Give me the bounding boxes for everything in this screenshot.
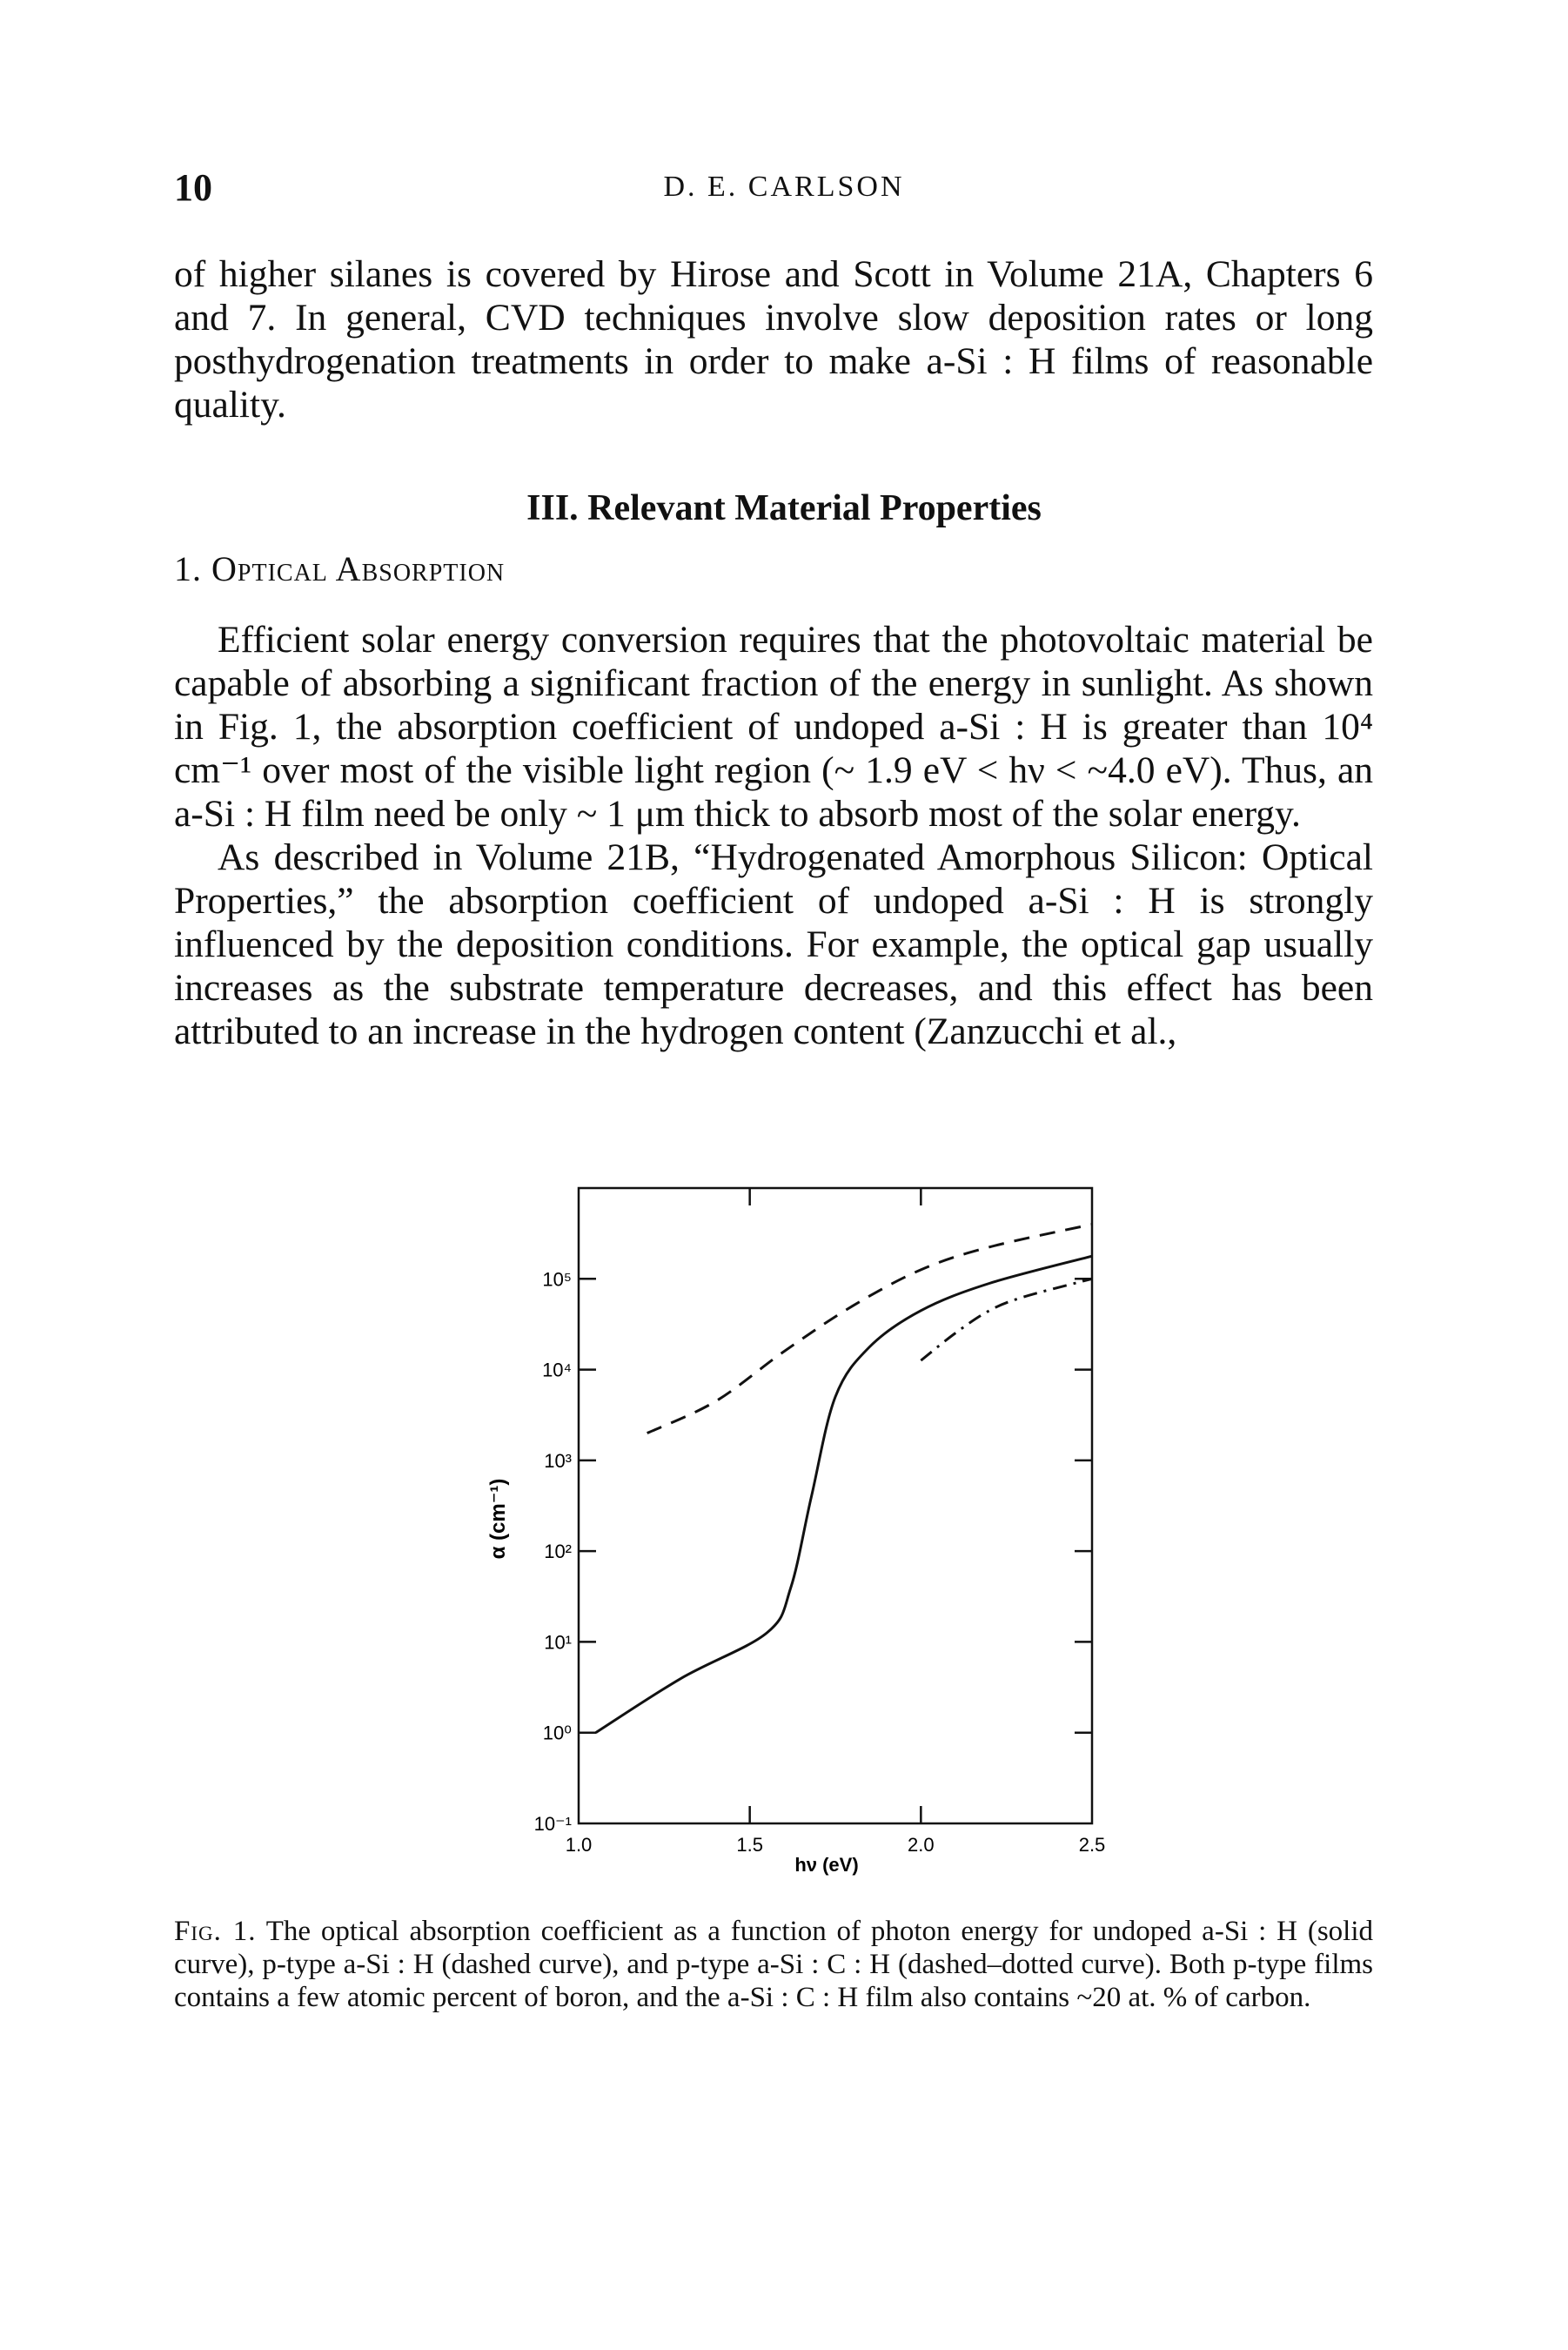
x-axis-label: hν (eV)	[794, 1854, 858, 1876]
y-tick-label: 10²	[544, 1541, 572, 1562]
y-tick-label: 10⁻¹	[534, 1813, 572, 1835]
y-tick-label: 10³	[544, 1450, 572, 1472]
y-tick-label: 10¹	[544, 1631, 572, 1653]
subsection-number: 1.	[174, 549, 202, 588]
y-ticks: 10⁻¹ 10⁰ 10¹ 10² 10³ 10⁴ 10⁵	[534, 1268, 1092, 1835]
paragraph-2: Efficient solar energy conversion requir…	[174, 619, 1373, 835]
plot-border	[577, 1186, 1094, 1825]
plot-frame	[577, 1186, 1094, 1825]
running-head: 10 D. E. CARLSON	[0, 165, 1568, 218]
paragraph-continuation: of higher silanes is covered by Hirose a…	[174, 252, 1373, 426]
x-tick-label: 1.5	[736, 1834, 763, 1856]
absorption-chart: 10⁻¹ 10⁰ 10¹ 10² 10³ 10⁴ 10⁵ 1.0 1.5 2.0 2.5 hν (…	[486, 1186, 1105, 1876]
y-tick-label: 10⁵	[542, 1268, 572, 1290]
x-ticks: 1.0 1.5 2.0 2.5	[566, 1188, 1106, 1856]
subsection-heading: 1. Optical Absorption	[174, 548, 505, 589]
body-section: Efficient solar energy conversion requir…	[174, 618, 1373, 1053]
figure-caption: Fig. 1. The optical absorption coefficie…	[174, 1915, 1373, 2014]
x-tick-label: 1.0	[566, 1834, 593, 1856]
curve-solid	[594, 1254, 1093, 1734]
caption-text: The optical absorption coefficient as a …	[174, 1916, 1374, 2013]
paragraph-3: As described in Volume 21B, “Hydrogenate…	[174, 836, 1373, 1052]
y-tick-label: 10⁰	[543, 1722, 572, 1744]
running-title: D. E. CARLSON	[663, 171, 905, 203]
caption-label: Fig. 1.	[174, 1916, 257, 1947]
figure-1: 10⁻¹ 10⁰ 10¹ 10² 10³ 10⁴ 10⁵ 1.0 1.5 2.0 2.5 hν (…	[470, 1179, 1105, 1876]
subsection-title: Optical Absorption	[211, 549, 506, 588]
paragraph-1: of higher silanes is covered by Hirose a…	[174, 253, 1373, 426]
curve-dashed	[647, 1223, 1093, 1434]
section-heading: III. Relevant Material Properties	[526, 488, 1042, 528]
y-tick-label: 10⁴	[542, 1360, 572, 1381]
page-number: 10	[174, 166, 212, 209]
curves	[594, 1223, 1093, 1734]
x-tick-label: 2.0	[908, 1834, 935, 1856]
curve-dashdot	[920, 1277, 1093, 1362]
y-axis-label: α (cm⁻¹)	[486, 1479, 510, 1560]
x-tick-label: 2.5	[1079, 1834, 1106, 1856]
